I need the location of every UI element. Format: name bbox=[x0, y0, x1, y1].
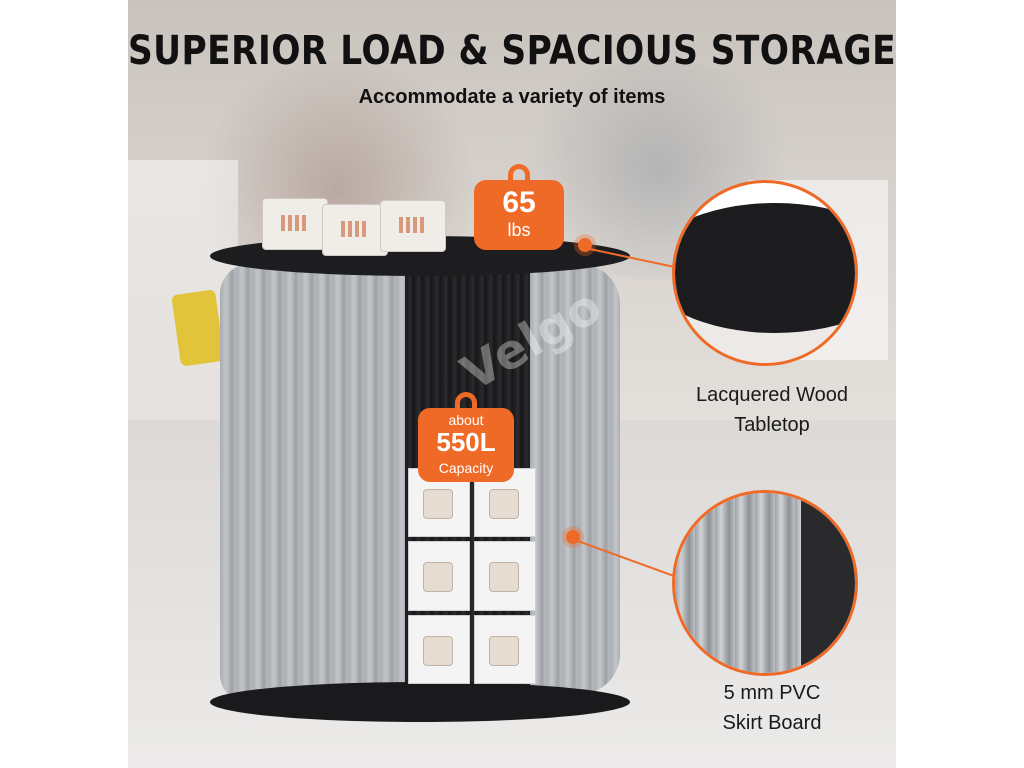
weight-badge-load: 65 lbs bbox=[474, 164, 564, 250]
tabletop-caption-line2: Tabletop bbox=[734, 414, 810, 436]
counter-base bbox=[210, 682, 630, 722]
tabletop-caption: Lacquered Wood Tabletop bbox=[662, 380, 882, 440]
stored-boxes bbox=[408, 468, 536, 684]
load-unit: lbs bbox=[507, 220, 531, 240]
stored-box bbox=[474, 614, 536, 684]
skirt-detail-edge bbox=[801, 493, 855, 673]
stored-box bbox=[408, 614, 470, 684]
promotion-counter bbox=[210, 198, 630, 736]
items-on-top bbox=[262, 194, 472, 256]
capacity-prefix: about bbox=[448, 412, 484, 428]
product-box bbox=[322, 204, 388, 256]
tabletop-detail-surface bbox=[675, 203, 855, 333]
subheadline: Accommodate a variety of items bbox=[358, 86, 666, 108]
skirt-caption: 5 mm PVC Skirt Board bbox=[662, 678, 882, 738]
stored-box bbox=[474, 541, 536, 611]
capacity-label: Capacity bbox=[438, 460, 494, 476]
skirt-caption-line2: Skirt Board bbox=[722, 712, 822, 734]
skirt-marker-dot bbox=[566, 530, 580, 544]
capacity-value: 550L bbox=[436, 427, 496, 457]
tabletop-caption-line1: Lacquered Wood bbox=[696, 384, 848, 406]
load-value: 65 bbox=[502, 186, 536, 219]
headline: SUPERIOR LOAD & SPACIOUS STORAGE bbox=[127, 28, 897, 74]
skirt-right-panel bbox=[530, 264, 620, 694]
tabletop-marker-dot bbox=[578, 238, 592, 252]
product-box bbox=[262, 198, 328, 250]
stored-box bbox=[408, 541, 470, 611]
skirt-caption-line1: 5 mm PVC bbox=[723, 682, 821, 704]
weight-badge-capacity: about 550L Capacity bbox=[418, 392, 514, 482]
skirt-left-panel bbox=[220, 264, 410, 704]
tabletop-detail-circle bbox=[672, 180, 858, 366]
product-box bbox=[380, 200, 446, 252]
skirt-detail-circle bbox=[672, 490, 858, 676]
display-wall bbox=[128, 160, 238, 420]
